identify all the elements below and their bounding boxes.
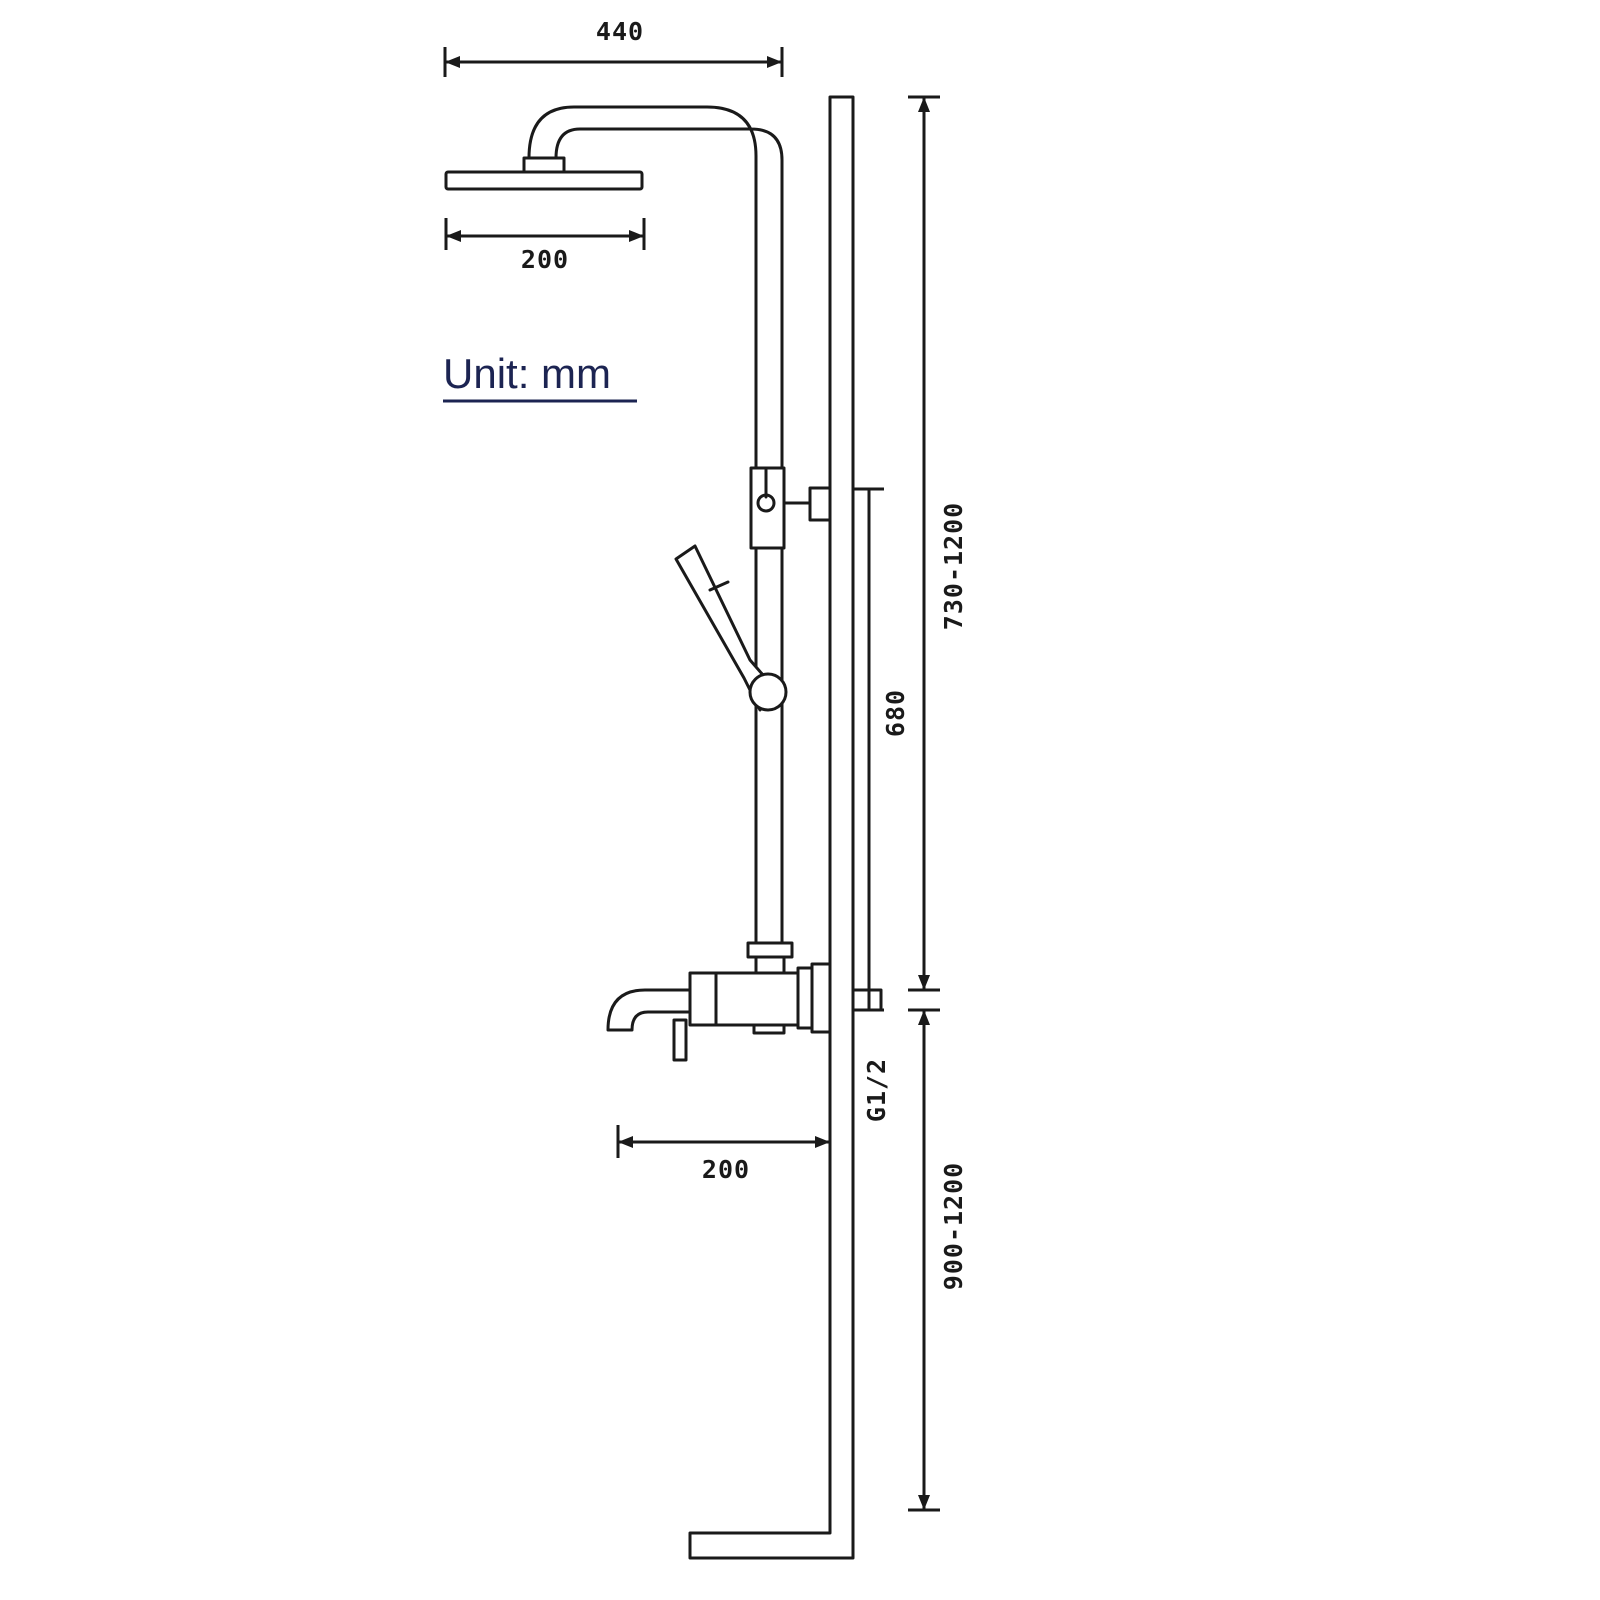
wall-mount-block: [808, 486, 832, 522]
riser-pipe: [527, 105, 784, 946]
shower-head: [444, 170, 644, 191]
mixer-wall-plate: [796, 966, 814, 1030]
label-upper-height: 730-1200: [939, 502, 968, 630]
label-head-width: 200: [521, 245, 569, 274]
hand-shower-holder: [748, 672, 788, 712]
dimension-arm-reach: 440: [443, 17, 784, 77]
label-inlet-thread: G1/2: [862, 1058, 891, 1122]
dimension-spout-reach: 200: [616, 1125, 832, 1184]
mixer-body: [714, 971, 800, 1027]
bath-spout: [606, 988, 692, 1032]
dimension-head-width: 200: [444, 218, 646, 274]
dimension-lower-height: 900-1200: [908, 1008, 968, 1512]
mixer-lever: [672, 1018, 688, 1062]
label-arm-reach: 440: [596, 17, 644, 46]
dimension-slide-bar: 680: [853, 487, 910, 1012]
mixer-bottom-nut: [752, 1023, 786, 1035]
dimension-upper-height: 730-1200: [908, 95, 968, 992]
label-spout-reach: 200: [702, 1155, 750, 1184]
hand-shower-joint: [708, 580, 730, 592]
handle-neck: [688, 971, 718, 1027]
inlet-pipe: [851, 988, 883, 1012]
label-slide-bar: 680: [881, 689, 910, 737]
diverter-cap: [746, 941, 794, 959]
unit-label: Unit: mm: [443, 350, 611, 397]
wall-bar: [688, 95, 855, 1560]
mixer-wall-flange: [810, 962, 832, 1034]
label-lower-height: 900-1200: [939, 1162, 968, 1290]
